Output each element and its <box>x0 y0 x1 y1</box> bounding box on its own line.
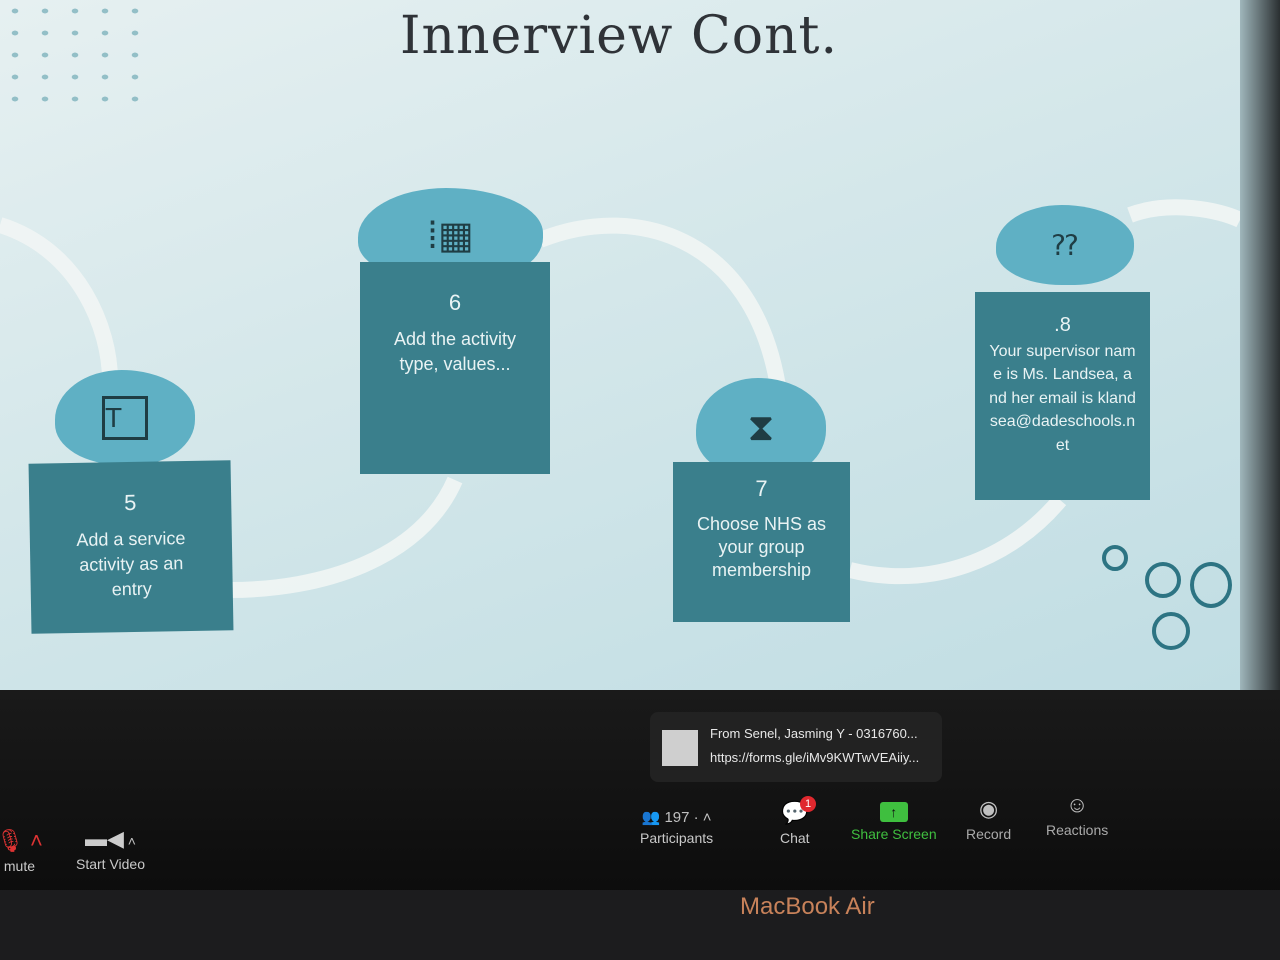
decorative-dots <box>0 0 160 105</box>
text-box-icon: T <box>102 395 148 440</box>
reactions-label: Reactions <box>1046 822 1109 838</box>
avatar <box>662 730 698 766</box>
chat-sender: From Senel, Jasming Y - 0316760... <box>710 726 918 741</box>
chat-icon: 💬1 <box>780 796 816 826</box>
slide-title: Innerview Cont. <box>400 6 838 66</box>
palette-icon: ⁞▦ <box>427 215 474 257</box>
presentation-slide: Innerview Cont. T 5 Add a service activi… <box>0 0 1240 690</box>
step-number: .8 <box>1054 314 1071 336</box>
step-5-blob: T <box>55 370 195 465</box>
decorative-ring <box>1102 545 1128 571</box>
reactions-icon: ☺ <box>1065 792 1089 817</box>
start-video-button[interactable]: ▬◀ ˄ Start Video <box>76 826 145 872</box>
step-7-blob: ⧗ <box>696 378 826 478</box>
step-6-card: 6 Add the activity type, values... <box>360 262 550 474</box>
microphone-muted-icon: 🎙︎ ˄ <box>0 828 43 853</box>
start-video-label: Start Video <box>76 856 146 872</box>
question-chat-icon: ⁇ <box>1052 229 1078 261</box>
chat-badge: 1 <box>800 796 816 812</box>
laptop-bezel <box>0 890 1280 960</box>
step-number: 7 <box>755 476 768 501</box>
share-screen-icon: ↑ <box>879 802 908 822</box>
step-number: 6 <box>448 290 462 315</box>
record-button[interactable]: ◉ Record <box>966 796 1011 842</box>
record-icon: ◉ <box>978 796 999 821</box>
chat-button[interactable]: 💬1 Chat <box>780 796 816 846</box>
record-label: Record <box>966 826 1012 842</box>
step-number: 5 <box>123 489 137 516</box>
step-5-card: 5 Add a service activity as an entry <box>28 460 234 634</box>
mute-label: mute <box>3 858 35 874</box>
step-text: Add a service activity as an entry <box>76 528 186 600</box>
step-text: Your supervisor name is Ms. Landsea, and… <box>989 342 1136 454</box>
participants-count: 197 <box>664 809 690 826</box>
chat-notification[interactable]: From Senel, Jasming Y - 0316760... https… <box>650 712 942 782</box>
step-8-card: .8 Your supervisor name is Ms. Landsea, … <box>975 292 1150 500</box>
mute-button[interactable]: 🎙︎ ˄ mute <box>0 828 43 874</box>
step-8-blob: ⁇ <box>996 205 1134 285</box>
step-text: Add the activity type, values... <box>393 329 517 374</box>
chat-message[interactable]: https://forms.gle/iMv9KWTwVEAiiy... <box>710 750 920 765</box>
screen-edge <box>1240 0 1280 690</box>
chat-label: Chat <box>780 830 810 846</box>
share-screen-label: Share Screen <box>851 826 937 842</box>
share-screen-button[interactable]: ↑ Share Screen <box>851 802 937 842</box>
reactions-button[interactable]: ☺ Reactions <box>1046 792 1108 838</box>
decorative-ring <box>1190 562 1232 608</box>
decorative-ring <box>1145 562 1181 598</box>
device-label: MacBook Air <box>740 893 875 920</box>
step-text: Choose NHS as your group membership <box>696 514 827 580</box>
participants-button[interactable]: 👥 197 · ˄ Participants <box>640 808 713 846</box>
video-off-icon: ▬◀ ˄ <box>85 826 136 851</box>
decorative-ring <box>1152 612 1190 650</box>
step-7-card: 7 Choose NHS as your group membership <box>673 462 850 622</box>
zoom-toolbar <box>0 690 1280 900</box>
participants-icon: 👥 197 · ˄ <box>641 809 712 826</box>
participants-label: Participants <box>640 830 714 846</box>
hourglass-icon: ⧗ <box>747 406 775 449</box>
wavy-path <box>0 199 1240 598</box>
